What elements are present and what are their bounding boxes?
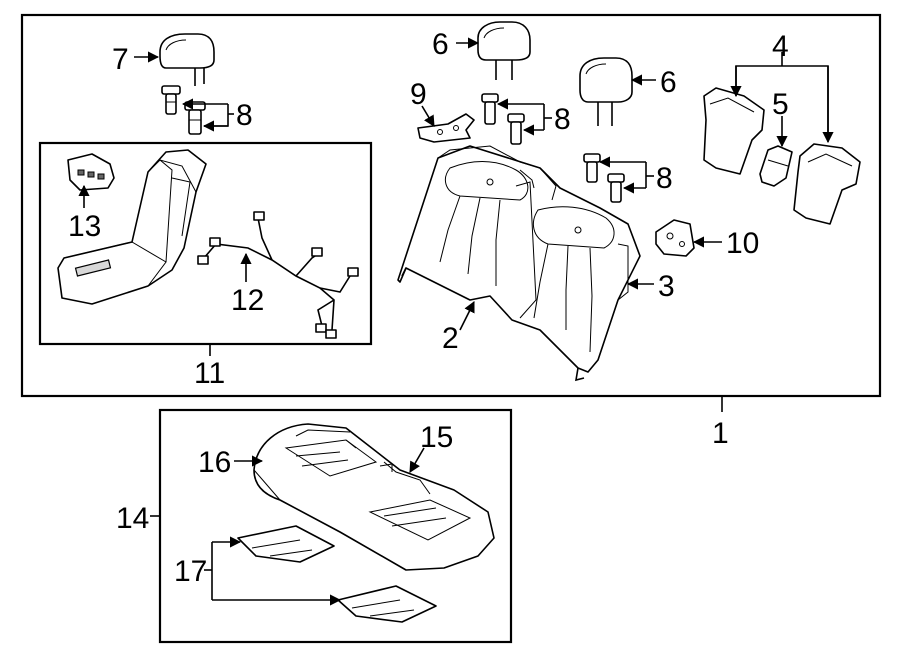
headrest-right[interactable] — [579, 57, 633, 126]
latch[interactable] — [759, 145, 793, 187]
cushion-pad-lower[interactable] — [337, 585, 437, 623]
latch-bracket[interactable] — [655, 219, 695, 257]
callout-6-right: 6 — [660, 66, 677, 99]
headrest-guide-left-a[interactable] — [161, 85, 181, 115]
headrest-guide-center-a[interactable] — [481, 93, 499, 125]
seat-cushion-frame — [158, 408, 513, 644]
bracket[interactable] — [417, 113, 475, 143]
headrest-guide-center-b[interactable] — [507, 113, 525, 145]
callout-11: 11 — [194, 357, 225, 390]
cushion-pad-upper[interactable] — [237, 525, 335, 563]
callout-17: 17 — [174, 555, 207, 588]
armrest-switch[interactable] — [67, 153, 115, 191]
wire-harness[interactable] — [197, 211, 359, 339]
callout-2: 2 — [442, 322, 459, 355]
callout-13: 13 — [68, 210, 101, 243]
trim-panel-right[interactable] — [793, 143, 861, 225]
callout-1: 1 — [712, 417, 729, 450]
callout-8-left: 8 — [236, 99, 253, 132]
seat-cushion[interactable] — [253, 423, 495, 571]
headrest-guide-left-b[interactable] — [184, 101, 206, 135]
headrest-upper[interactable] — [477, 21, 531, 80]
seat-back-assembly-frame — [20, 13, 882, 398]
callout-7: 7 — [112, 43, 129, 76]
callout-9: 9 — [410, 78, 427, 111]
callout-15: 15 — [420, 421, 453, 454]
armrest[interactable] — [57, 149, 207, 305]
callout-14: 14 — [116, 502, 149, 535]
callout-4: 4 — [772, 30, 789, 63]
armrest-sub-frame — [38, 141, 373, 346]
callout-12: 12 — [231, 284, 264, 317]
callout-3: 3 — [658, 270, 675, 303]
headrest-guide-right-a[interactable] — [583, 153, 601, 183]
seat-back[interactable] — [397, 145, 641, 382]
callout-16: 16 — [198, 446, 231, 479]
callout-8-right: 8 — [656, 162, 673, 195]
headrest-center[interactable] — [159, 33, 215, 86]
trim-panel-left[interactable] — [703, 87, 765, 175]
callout-10: 10 — [726, 227, 759, 260]
callout-8-center: 8 — [554, 103, 571, 136]
headrest-guide-right-b[interactable] — [607, 173, 625, 203]
callout-5: 5 — [772, 88, 789, 121]
callout-6-upper: 6 — [432, 28, 449, 61]
